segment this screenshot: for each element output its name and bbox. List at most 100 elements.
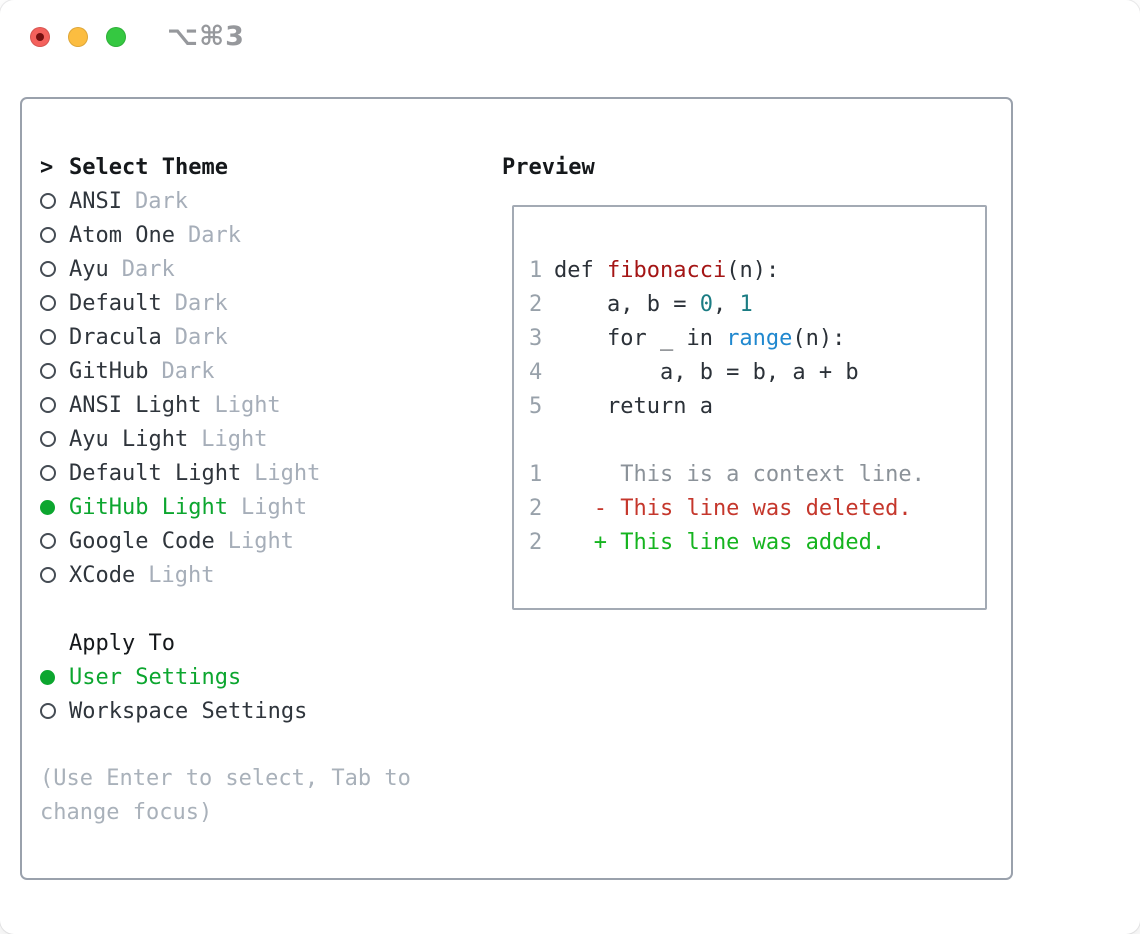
theme-option[interactable]: Atom One Dark [40,218,411,252]
line-number: 4 [529,359,543,385]
theme-name: Ayu Light [69,426,189,452]
theme-option[interactable]: GitHub Light Light [40,490,411,524]
theme-name: ANSI [69,188,122,214]
select-theme-title: Select Theme [69,154,228,180]
preview-box: 1 def fibonacci(n): 2 a, b = 0, 1 3 for … [512,205,987,610]
code-line: 4 a, b = b, a + b [529,355,985,389]
hint-line-1: (Use Enter to select, Tab to [40,766,411,791]
theme-variant: Light [148,562,215,588]
code-line: 5 return a [529,389,985,423]
spacer [40,728,411,762]
apply-to-list: User Settings Workspace Settings [40,660,411,728]
code-preview: 1 def fibonacci(n): 2 a, b = 0, 1 3 for … [514,207,985,559]
theme-selector-panel: > Select Theme ANSI Dark Atom One Dark A… [20,97,1013,880]
line-number: 1 [529,461,543,487]
code-line: 2 a, b = 0, 1 [529,287,985,321]
radio-icon [40,567,69,583]
code-line: 2 - This line was deleted. [529,491,985,525]
theme-option[interactable]: Dracula Dark [40,320,411,354]
radio-icon [40,363,69,379]
close-button-icon[interactable] [30,27,50,47]
window-shortcut-label: ⌥⌘3 [167,21,245,52]
code-line: 2 + This line was added. [529,525,985,559]
theme-option[interactable]: Default Dark [40,286,411,320]
theme-variant: Dark [174,324,228,350]
line-number: 2 [529,291,543,317]
line-number: 1 [529,257,543,283]
radio-icon [40,703,69,719]
code-line-content: a, b = 0, 1 [554,291,753,317]
code-line: 1 def fibonacci(n): [529,253,985,287]
theme-list: ANSI Dark Atom One Dark Ayu Dark Default… [40,184,411,592]
line-number: 5 [529,393,543,419]
select-theme-heading: > Select Theme [40,150,411,184]
preview-title: Preview [502,154,595,180]
line-number: 2 [529,529,543,555]
titlebar: ⌥⌘3 [0,0,1140,76]
code-line-content: This is a context line. [554,461,925,487]
theme-option[interactable]: Google Code Light [40,524,411,558]
code-line-content: def fibonacci(n): [554,257,780,283]
apply-to-option-label: Workspace Settings [69,698,308,724]
theme-name: Google Code [69,528,215,554]
theme-variant: Dark [187,222,241,248]
radio-icon [40,397,69,413]
spacer [40,592,411,626]
theme-variant: Dark [121,256,175,282]
radio-icon [40,465,69,481]
theme-name: Default [69,290,162,316]
theme-name: GitHub Light [69,494,228,520]
code-line-content: return a [554,393,713,419]
radio-icon [40,533,69,549]
theme-option[interactable]: Default Light Light [40,456,411,490]
apply-to-option[interactable]: Workspace Settings [40,694,411,728]
theme-name: Ayu [69,256,109,282]
radio-icon [40,329,69,345]
radio-icon [40,261,69,277]
theme-name: Atom One [69,222,175,248]
code-line-content: a, b = b, a + b [554,359,859,385]
theme-variant: Dark [134,188,188,214]
theme-variant: Light [227,528,294,554]
theme-variant: Light [240,494,308,520]
theme-name: GitHub [69,358,149,384]
line-number: 2 [529,495,543,521]
radio-icon [40,193,69,209]
theme-option[interactable]: ANSI Light Light [40,388,411,422]
theme-option[interactable]: XCode Light [40,558,411,592]
theme-variant: Light [254,460,321,486]
theme-option[interactable]: Ayu Light Light [40,422,411,456]
keyboard-hint: (Use Enter to select, Tab to change focu… [40,762,411,830]
theme-name: XCode [69,562,136,588]
radio-icon [40,669,69,685]
theme-option[interactable]: ANSI Dark [40,184,411,218]
apply-to-option-label: User Settings [69,664,242,690]
line-number: 3 [529,325,543,351]
zoom-button-icon[interactable] [106,27,126,47]
radio-icon [40,431,69,447]
radio-icon [40,295,69,311]
theme-variant: Light [201,426,268,452]
theme-option[interactable]: GitHub Dark [40,354,411,388]
code-line-content: - This line was deleted. [554,495,912,521]
theme-name: ANSI Light [69,392,202,418]
apply-to-option[interactable]: User Settings [40,660,411,694]
code-line: 1 This is a context line. [529,457,985,491]
apply-to-heading: Apply To [40,626,411,660]
theme-name: Dracula [69,324,162,350]
hint-line-2: change focus) [40,800,213,825]
radio-icon [40,227,69,243]
theme-variant: Dark [174,290,228,316]
theme-variant: Dark [161,358,215,384]
theme-name: Default Light [69,460,242,486]
code-line: 3 for _ in range(n): [529,321,985,355]
apply-to-title: Apply To [69,630,175,656]
code-line [529,423,985,457]
theme-variant: Light [214,392,281,418]
radio-icon [40,499,69,515]
theme-selector-column: > Select Theme ANSI Dark Atom One Dark A… [40,150,411,830]
minimize-button-icon[interactable] [68,27,88,47]
code-line-content: for _ in range(n): [554,325,846,351]
theme-option[interactable]: Ayu Dark [40,252,411,286]
